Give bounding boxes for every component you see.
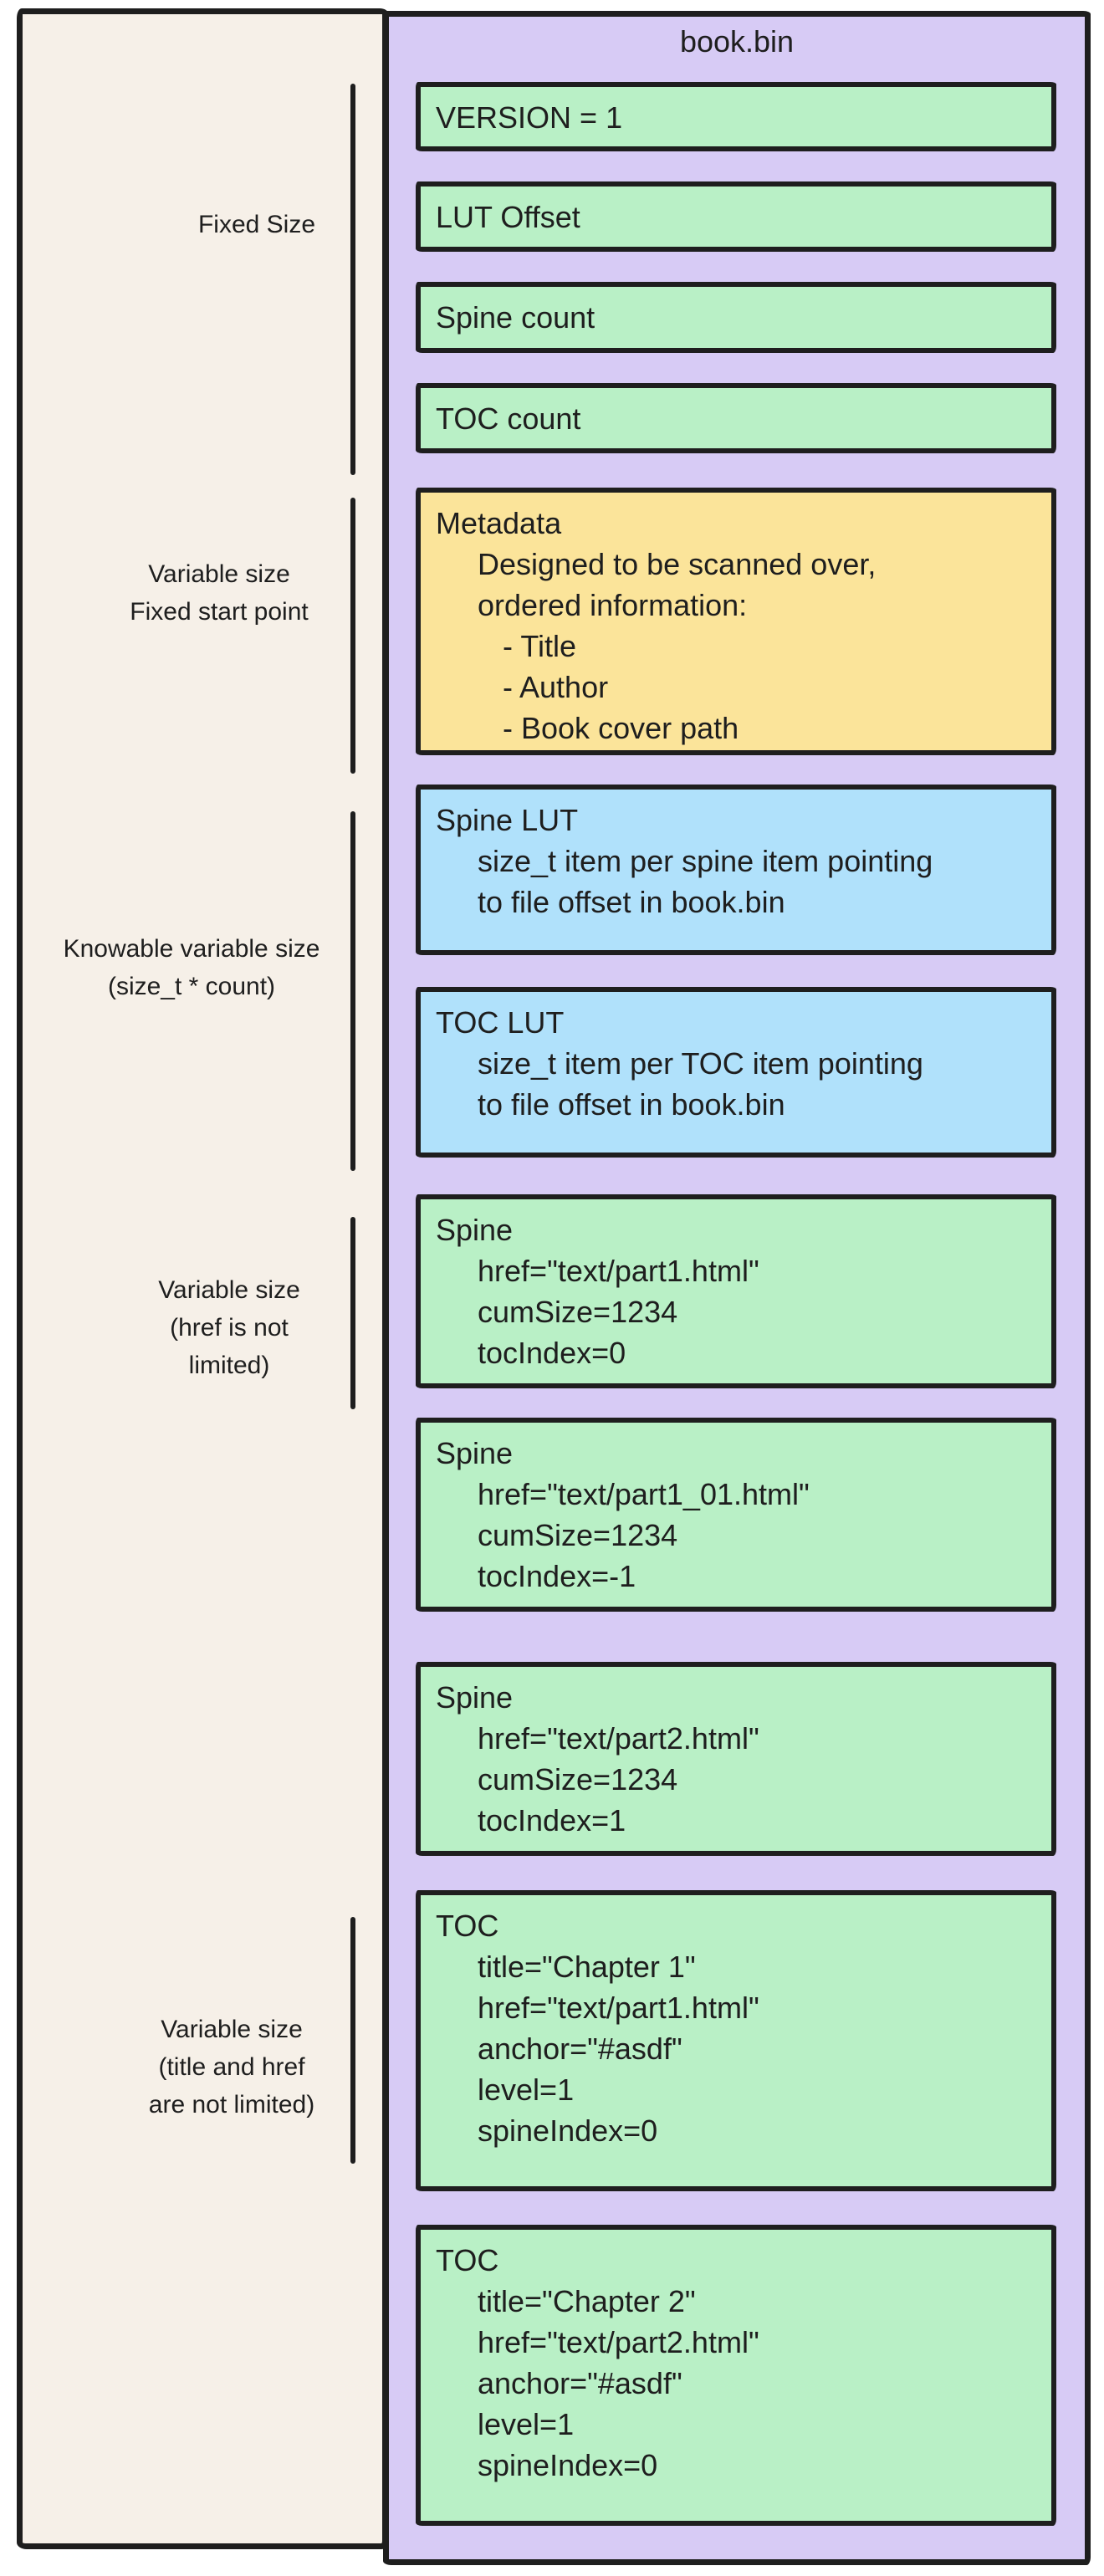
block-spine-1-text: Spine href="text/part1.html" cumSize=123… xyxy=(436,1213,759,1370)
block-lut-offset-text: LUT Offset xyxy=(436,200,580,234)
block-spine-lut-text: Spine LUT size_t item per spine item poi… xyxy=(436,803,933,919)
bracket-knowable-variable-size xyxy=(350,811,355,1171)
legend-label-knowable-variable-size: Knowable variable size (size_t * count) xyxy=(63,935,320,1000)
bracket-fixed-size xyxy=(350,84,355,475)
block-spine-2-text: Spine href="text/part1_01.html" cumSize=… xyxy=(436,1436,810,1593)
bracket-variable-size-fixed-start xyxy=(350,498,355,774)
block-lut-offset: LUT Offset xyxy=(416,181,1056,252)
block-toc-lut: TOC LUT size_t item per TOC item pointin… xyxy=(416,987,1056,1158)
bracket-variable-size-title-href xyxy=(350,1917,355,2164)
block-spine-3-text: Spine href="text/part2.html" cumSize=123… xyxy=(436,1680,759,1837)
block-toc-count-text: TOC count xyxy=(436,401,581,436)
block-toc-2: TOC title="Chapter 2" href="text/part2.h… xyxy=(416,2225,1056,2526)
block-metadata: Metadata Designed to be scanned over, or… xyxy=(416,488,1056,755)
block-toc-1: TOC title="Chapter 1" href="text/part1.h… xyxy=(416,1890,1056,2191)
legend-label-variable-size-title-href: Variable size (title and href are not li… xyxy=(148,2016,315,2119)
bracket-variable-size-href xyxy=(350,1217,355,1409)
block-spine-1: Spine href="text/part1.html" cumSize=123… xyxy=(416,1194,1056,1388)
legend-label-variable-size-fixed-start: Variable size Fixed start point xyxy=(130,560,309,626)
block-toc-2-text: TOC title="Chapter 2" href="text/part2.h… xyxy=(436,2243,759,2482)
block-spine-count-text: Spine count xyxy=(436,300,595,335)
file-title: book.bin xyxy=(679,24,795,59)
block-metadata-text: Metadata Designed to be scanned over, or… xyxy=(436,506,877,745)
legend-label-fixed-size: Fixed Size xyxy=(197,211,316,238)
block-spine-2: Spine href="text/part1_01.html" cumSize=… xyxy=(416,1418,1056,1612)
block-version: VERSION = 1 xyxy=(416,82,1056,151)
block-spine-lut: Spine LUT size_t item per spine item poi… xyxy=(416,785,1056,955)
block-toc-1-text: TOC title="Chapter 1" href="text/part1.h… xyxy=(436,1909,759,2148)
block-toc-count: TOC count xyxy=(416,383,1056,453)
block-toc-lut-text: TOC LUT size_t item per TOC item pointin… xyxy=(436,1005,923,1122)
block-spine-count: Spine count xyxy=(416,282,1056,353)
legend-label-variable-size-href: Variable size (href is not limited) xyxy=(158,1276,300,1379)
block-version-text: VERSION = 1 xyxy=(436,100,623,135)
block-spine-3: Spine href="text/part2.html" cumSize=123… xyxy=(416,1662,1056,1856)
legend-panel xyxy=(17,8,388,2549)
